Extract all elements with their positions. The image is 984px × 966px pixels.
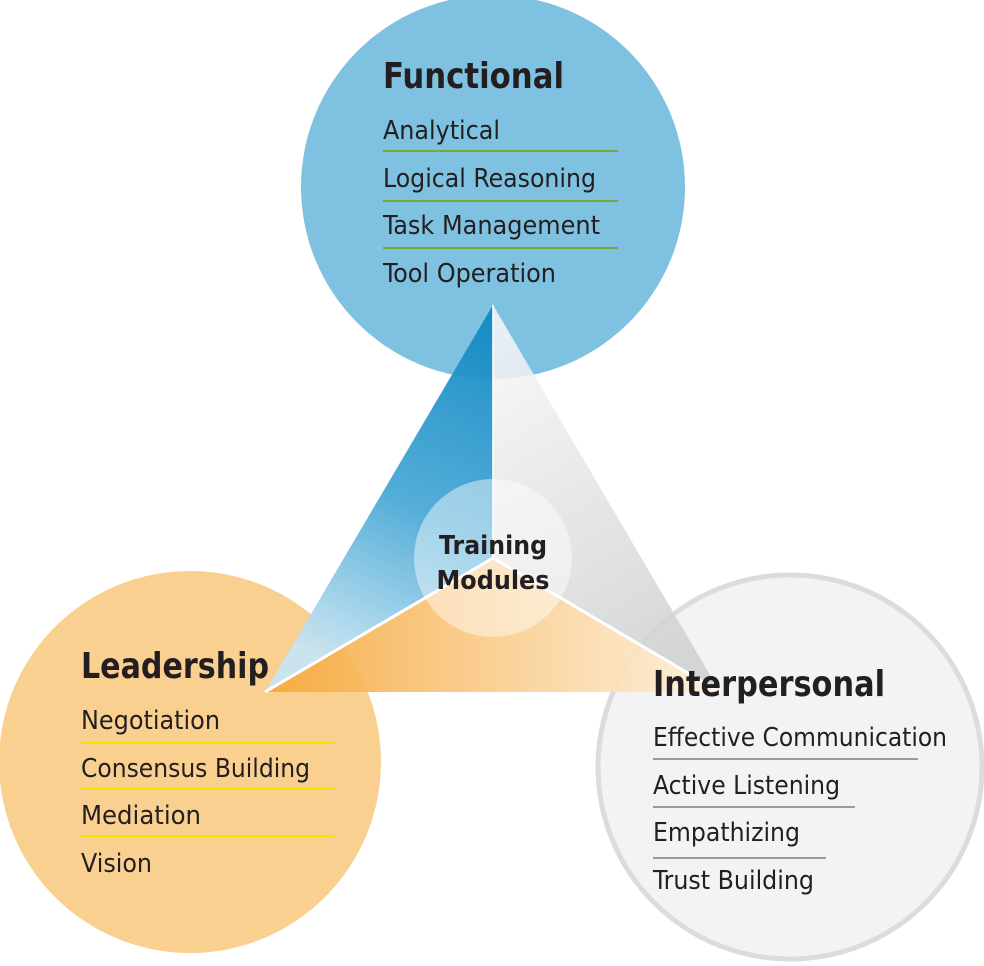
list-item: Consensus Building <box>81 754 310 784</box>
separator-line <box>492 556 721 694</box>
node-title-interpersonal: Interpersonal <box>653 664 885 705</box>
interpersonal-group: Interpersonal Effective Communication Ac… <box>652 664 947 896</box>
sector-leadership <box>265 558 720 692</box>
sector-functional <box>265 305 493 692</box>
list-item: Mediation <box>81 801 201 831</box>
list-item: Tool Operation <box>382 259 556 289</box>
functional-circle <box>301 0 685 379</box>
center-hub <box>414 479 572 637</box>
node-title-leadership: Leadership <box>81 646 269 687</box>
list-item: Task Management <box>382 211 600 241</box>
sector-interpersonal <box>493 305 720 692</box>
list-item: Effective Communication <box>653 723 947 753</box>
leadership-group: Leadership Negotiation Consensus Buildin… <box>81 646 334 879</box>
separator-line <box>264 556 494 694</box>
list-item: Negotiation <box>81 706 220 736</box>
list-item: Vision <box>81 849 152 879</box>
list-item: Active Listening <box>653 771 840 801</box>
list-item: Logical Reasoning <box>383 164 596 194</box>
list-item: Analytical <box>383 116 500 146</box>
list-item: Trust Building <box>652 866 814 896</box>
list-item: Empathizing <box>653 818 800 848</box>
center-label-line1: Training <box>439 531 547 561</box>
node-title-functional: Functional <box>383 56 564 97</box>
center-label-line2: Modules <box>437 566 550 596</box>
functional-group: Functional Analytical Logical Reasoning … <box>382 56 618 289</box>
